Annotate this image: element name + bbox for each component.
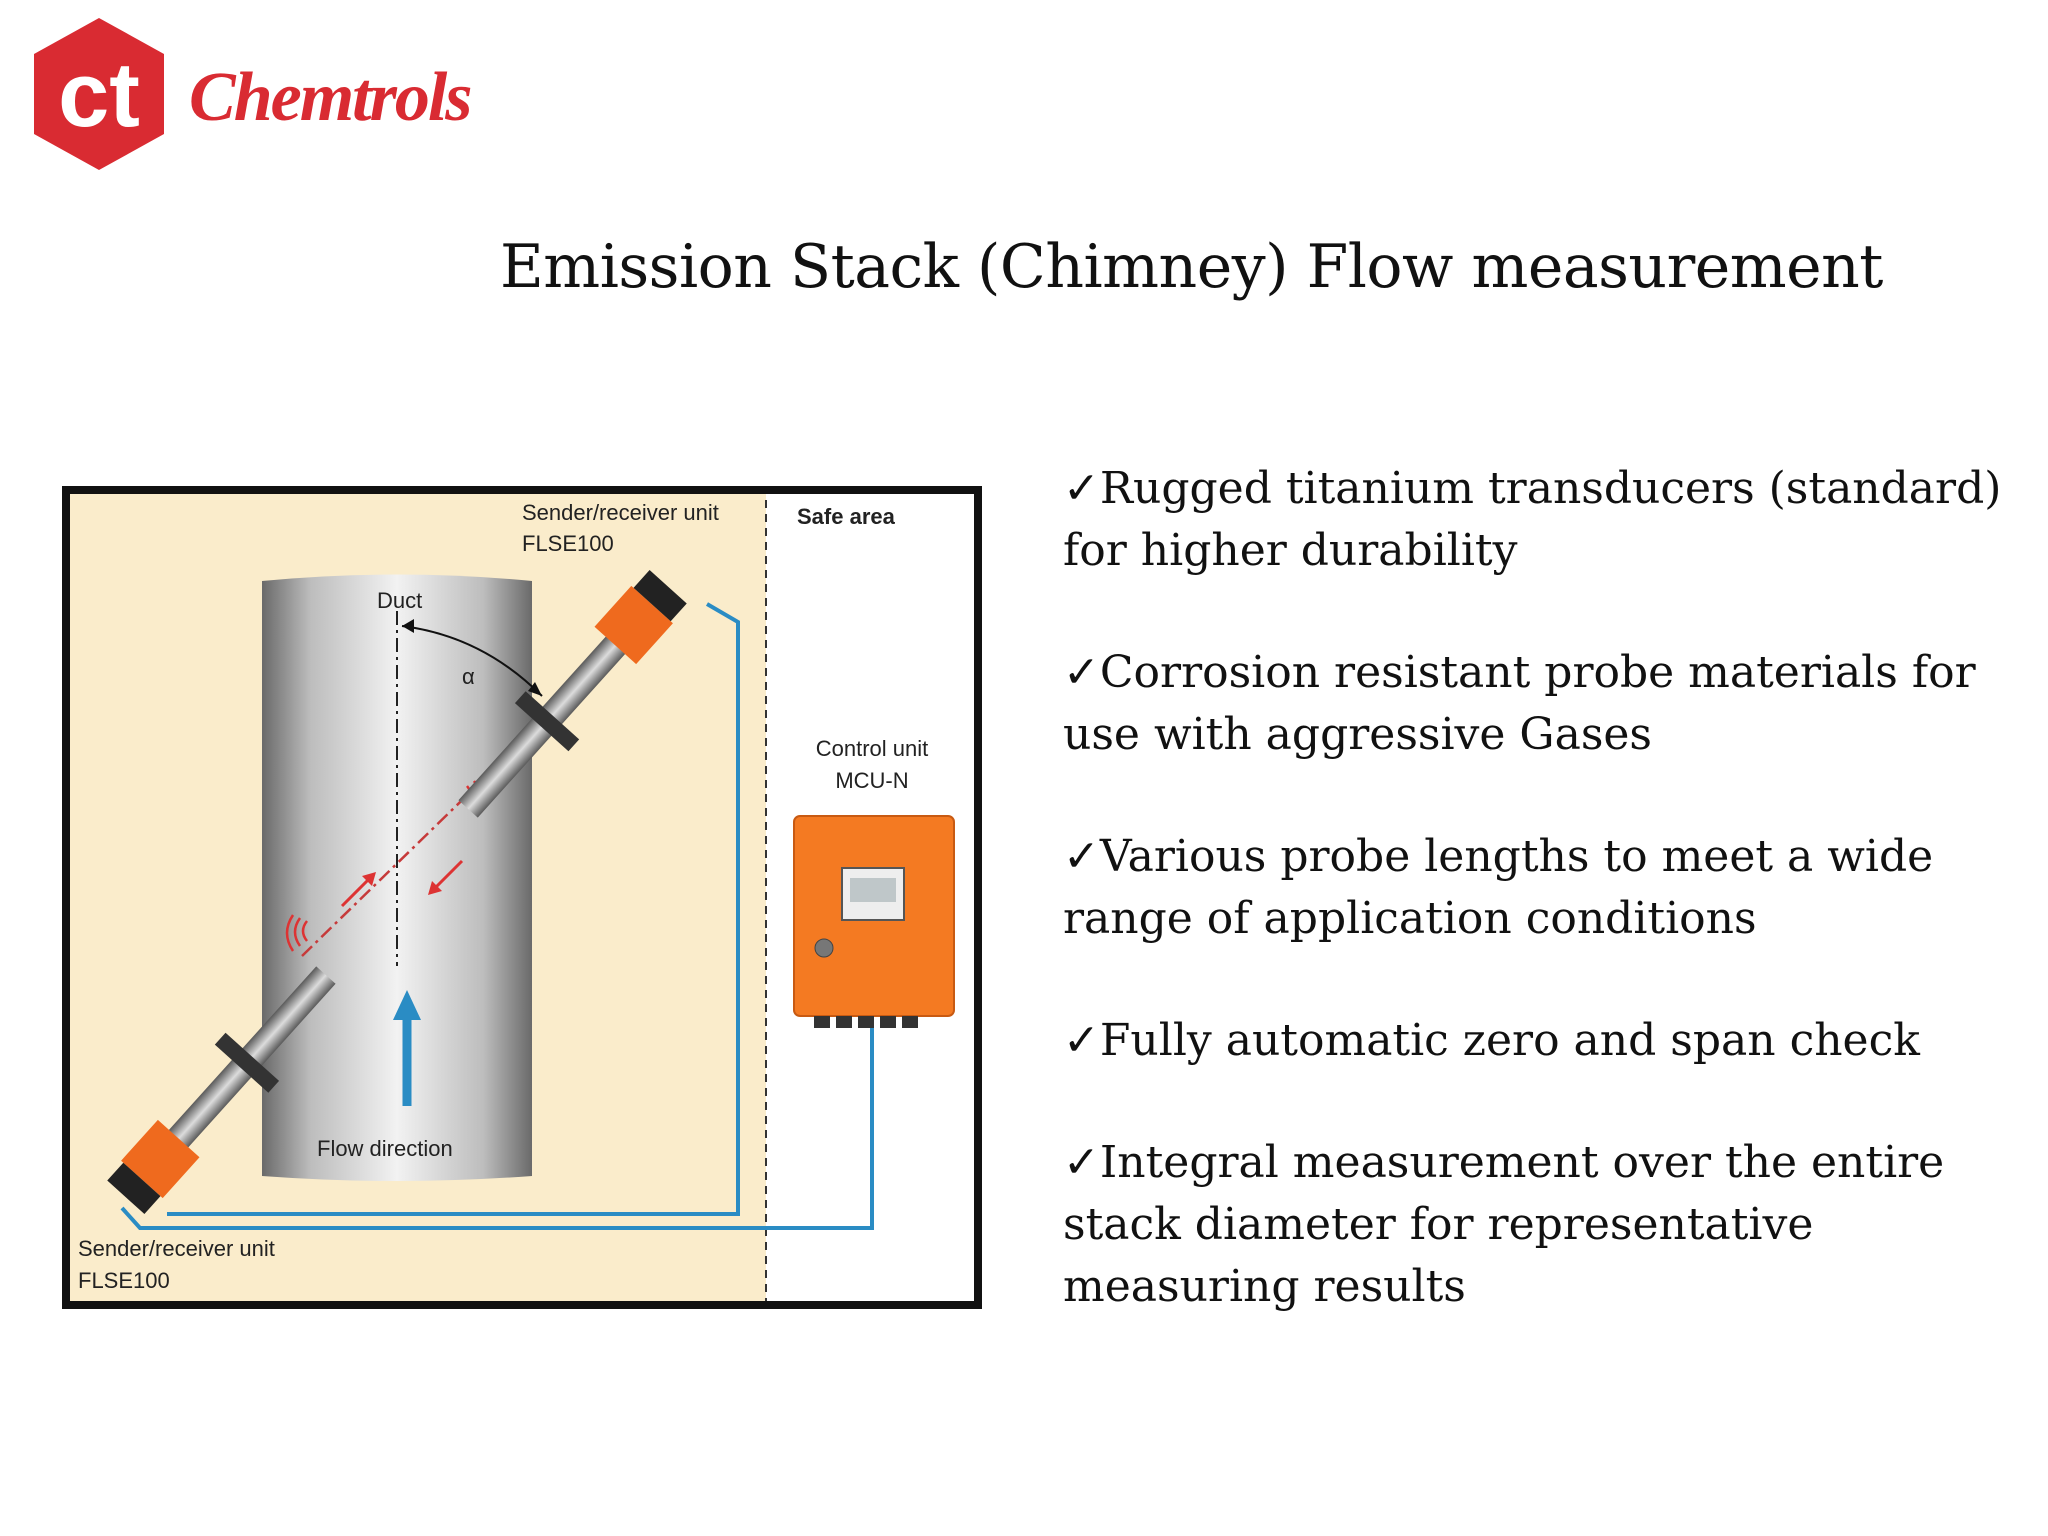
control-unit-label-2: MCU-N bbox=[835, 768, 908, 793]
logo-hexagon-icon: ct bbox=[34, 18, 164, 170]
probe-head bbox=[121, 1119, 200, 1199]
slide-title: Emission Stack (Chimney) Flow measuremen… bbox=[500, 232, 1883, 302]
upstream-arrowhead bbox=[362, 872, 376, 886]
checkmark-icon: ✓ bbox=[1063, 831, 1100, 882]
control-unit-screen bbox=[850, 878, 896, 902]
logo-wordmark: Chemtrols bbox=[189, 59, 473, 136]
sender-top-label-1: Sender/receiver unit bbox=[522, 500, 719, 525]
sender-bottom-label-1: Sender/receiver unit bbox=[78, 1236, 275, 1261]
checkmark-icon: ✓ bbox=[1063, 1137, 1100, 1188]
feature-text: Fully automatic zero and span check bbox=[1099, 1015, 1920, 1066]
feature-text: Corrosion resistant probe materials for … bbox=[1063, 647, 1976, 760]
alpha-label: α bbox=[462, 664, 475, 689]
feature-text: Rugged titanium transducers (standard) f… bbox=[1063, 463, 2002, 576]
downstream-arrow bbox=[432, 859, 464, 891]
probe-flange bbox=[214, 1032, 280, 1093]
feature-item: ✓Various probe lengths to meet a wide ra… bbox=[1063, 826, 2023, 950]
cable-bottom-probe bbox=[120, 1028, 874, 1230]
probe-cap bbox=[107, 1162, 161, 1215]
feature-list: ✓Rugged titanium transducers (standard) … bbox=[1063, 458, 2023, 1378]
control-unit-label-1: Control unit bbox=[816, 736, 929, 761]
safe-area-label: Safe area bbox=[797, 504, 896, 529]
feature-item: ✓Fully automatic zero and span check bbox=[1063, 1010, 2023, 1072]
checkmark-icon: ✓ bbox=[1063, 1015, 1100, 1066]
angle-arc bbox=[401, 625, 543, 697]
flow-direction-label: Flow direction bbox=[317, 1136, 453, 1161]
probe-cap bbox=[633, 569, 687, 622]
probe-head bbox=[594, 585, 673, 665]
bottom-probe bbox=[107, 966, 336, 1215]
feature-item: ✓Rugged titanium transducers (standard) … bbox=[1063, 458, 2023, 582]
checkmark-icon: ✓ bbox=[1063, 647, 1100, 698]
top-probe bbox=[458, 569, 687, 818]
upstream-arrow bbox=[340, 876, 372, 908]
probe-flange bbox=[514, 691, 580, 752]
angle-arrowhead bbox=[402, 619, 414, 633]
sender-bottom-label-2: FLSE100 bbox=[78, 1268, 170, 1293]
feature-text: Various probe lengths to meet a wide ran… bbox=[1063, 831, 1934, 944]
duct bbox=[262, 574, 532, 1181]
feature-item: ✓Integral measurement over the entire st… bbox=[1063, 1132, 2023, 1318]
angle-arrowhead-2 bbox=[528, 682, 542, 696]
logo-glyph: ct bbox=[58, 44, 140, 146]
control-unit-knob bbox=[814, 938, 834, 958]
cable-top-probe bbox=[167, 602, 740, 1216]
diagram-border bbox=[62, 486, 982, 1309]
feature-text: Integral measurement over the entire sta… bbox=[1063, 1137, 1945, 1312]
checkmark-icon: ✓ bbox=[1063, 463, 1100, 514]
duct-label: Duct bbox=[377, 588, 422, 613]
company-logo: ct Chemtrols bbox=[24, 14, 473, 174]
sender-top-label-2: FLSE100 bbox=[522, 531, 614, 556]
flow-arrowhead bbox=[393, 990, 421, 1020]
feature-item: ✓Corrosion resistant probe materials for… bbox=[1063, 642, 2023, 766]
control-unit-glands bbox=[814, 1016, 918, 1028]
flow-measurement-diagram: Sender/receiver unit FLSE100 Safe area D… bbox=[62, 486, 982, 1309]
downstream-arrowhead bbox=[428, 881, 442, 895]
